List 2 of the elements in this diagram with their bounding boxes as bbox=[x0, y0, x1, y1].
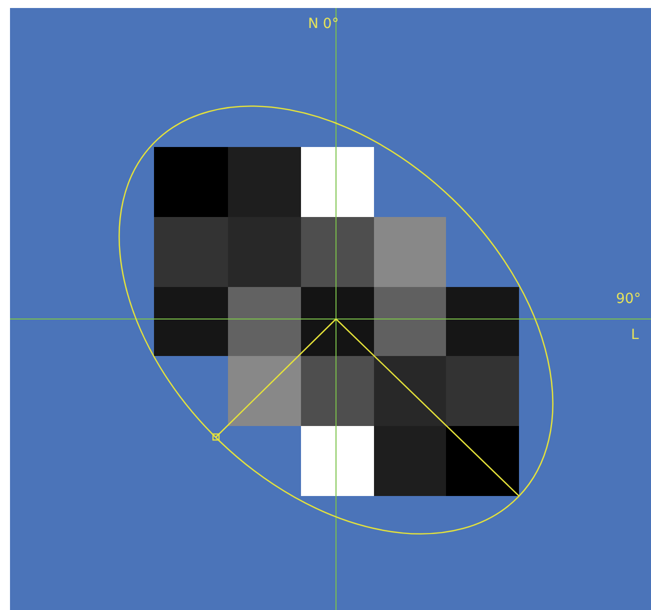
axis-label: L bbox=[631, 327, 639, 343]
angle-label: 90° bbox=[616, 291, 641, 307]
